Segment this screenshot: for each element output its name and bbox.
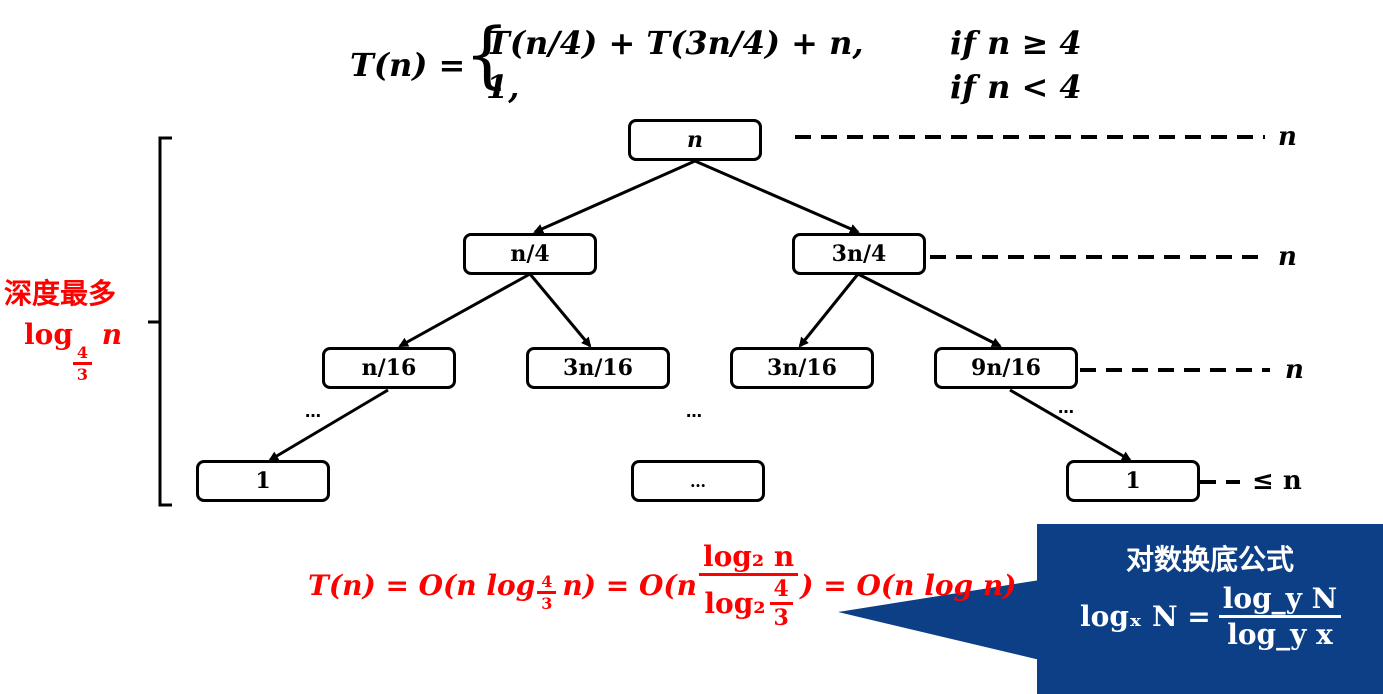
- edge-n-to-3n4: [694, 159, 860, 234]
- node-label: n/16: [361, 355, 417, 381]
- node-label: 3n/16: [563, 355, 633, 381]
- result-part3: ) = O(n log n): [800, 569, 1017, 602]
- callout-formula: logₓ N = log_y N log_y x: [1080, 582, 1342, 651]
- node-label: n: [687, 127, 703, 153]
- base-denominator: 3: [541, 594, 553, 613]
- tree-node-3n16-b: 3n/16: [730, 347, 874, 389]
- callout-numerator: log_y N: [1218, 582, 1342, 618]
- recurrence-brace: {: [464, 12, 510, 96]
- edge-n4-to-n16: [398, 272, 531, 348]
- callout-lhs: logₓ N =: [1080, 600, 1211, 633]
- ellipsis-middle: …: [686, 402, 702, 421]
- tree-node-leaf-left: 1: [196, 460, 330, 502]
- edge-n4-to-3n16: [528, 273, 592, 348]
- den-den: 3: [773, 605, 789, 631]
- level1-cost: n: [1278, 242, 1297, 272]
- callout-title: 对数换底公式: [1125, 543, 1294, 576]
- result-part2: n) = O(n: [562, 569, 697, 602]
- depth-bracket: [148, 136, 172, 507]
- tree-node-3n4: 3n/4: [792, 233, 926, 275]
- tree-node-n4: n/4: [463, 233, 597, 275]
- ellipsis-left: …: [305, 402, 321, 421]
- node-label: n/4: [510, 241, 550, 267]
- tree-node-root: n: [628, 119, 762, 161]
- tree-node-n16: n/16: [322, 347, 456, 389]
- base-numerator: 4: [72, 343, 93, 365]
- recurrence-case1-cond: if n ≥ 4: [950, 24, 1082, 62]
- edge-n16-to-1: [268, 388, 389, 462]
- tree-node-leaf-middle: …: [631, 460, 765, 502]
- ellipsis-right: …: [1058, 398, 1074, 417]
- node-label: …: [690, 471, 706, 491]
- level2-cost: n: [1285, 355, 1304, 385]
- recurrence-case1-expr: T(n/4) + T(3n/4) + n,: [486, 24, 864, 62]
- recurrence-case2-cond: if n < 4: [950, 68, 1082, 106]
- depth-title: 深度最多: [4, 277, 117, 310]
- edge-3n4-to-9n16: [857, 272, 1002, 348]
- den-num: 4: [769, 576, 793, 605]
- edge-9n16-to-1: [1009, 388, 1132, 462]
- edge-n-to-n4: [533, 159, 696, 234]
- level3-cost: ≤ n: [1252, 466, 1302, 496]
- node-label: 1: [1125, 468, 1141, 494]
- recurrence-lhs: T(n) =: [350, 46, 466, 84]
- node-label: 1: [255, 468, 271, 494]
- callout-box: [1037, 524, 1383, 694]
- callout-pointer: [838, 580, 1040, 660]
- tree-node-3n16-a: 3n/16: [526, 347, 670, 389]
- base-numerator: 4: [537, 572, 557, 594]
- base-denominator: 3: [76, 365, 89, 384]
- node-label: 3n/16: [767, 355, 837, 381]
- depth-log: log: [24, 318, 73, 351]
- recurrence-case2-expr: 1,: [486, 68, 520, 106]
- node-label: 9n/16: [971, 355, 1041, 381]
- den-log: log₂: [704, 587, 766, 620]
- result-part1: T(n) = O(n log: [308, 569, 536, 602]
- node-label: 3n/4: [831, 241, 887, 267]
- tree-node-leaf-right: 1: [1066, 460, 1200, 502]
- level0-cost: n: [1278, 122, 1297, 152]
- depth-log-arg: n: [101, 318, 123, 351]
- fraction-numerator: log₂ n: [698, 540, 799, 576]
- callout-denominator: log_y x: [1227, 618, 1333, 651]
- callout-fraction: log_y N log_y x: [1218, 582, 1342, 651]
- tree-node-9n16: 9n/16: [934, 347, 1078, 389]
- edge-3n4-to-3n16: [798, 273, 860, 348]
